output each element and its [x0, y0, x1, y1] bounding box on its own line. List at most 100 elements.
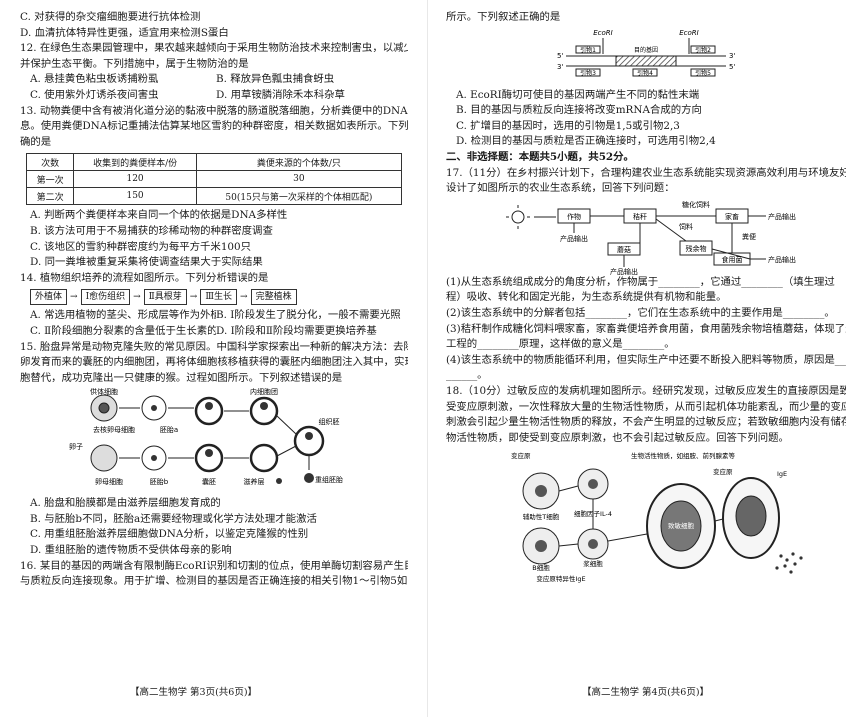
table-cell: 150	[73, 187, 197, 206]
q14-stem: 14. 植物组织培养的流程如图所示。下列分析错误的是	[20, 271, 269, 284]
diagram-node: 产品输出	[610, 267, 638, 275]
q17-ecosystem-diagram: 作物 秸秆 糖化饲料 家畜 产品输出 产品输出 饲料 蘑菇 残余物 食用菌 粪便…	[506, 200, 796, 275]
q14-option-d: D. Ⅰ阶段和Ⅱ阶段均需要更换培养基	[216, 324, 377, 337]
fig-label: 引物1	[580, 46, 596, 54]
fig-label: 去核卵母细胞	[93, 425, 135, 434]
table-header-cell: 收集到的粪便样本/份	[73, 153, 197, 172]
q16-option-b: B. 目的基因与质粒反向连接将改变mRNA合成的方向	[456, 104, 702, 117]
q13-table: 次数 收集到的粪便样本/份 粪便来源的个体数/只 第一次 120 30 第二次 …	[25, 153, 403, 206]
diagram-node: 蘑菇	[617, 245, 631, 254]
q17-part-4a: (4)该生态系统中的物质能循环利用，但实际生产中还要不断投入肥料等物质，原因是_…	[446, 353, 846, 366]
q15-stem-1: 15. 胎盘异常是动物克隆失败的常见原因。中国科学家探索出一种新的解决方法：去除…	[20, 340, 408, 353]
table-cell: 120	[73, 170, 197, 189]
q16-option-a: A. EcoRⅠ酶切可使目的基因两端产生不同的黏性末端	[456, 88, 700, 101]
table-cell: 30	[195, 170, 403, 189]
footer-left: 【高二生物学 第3页(共6页)】	[130, 687, 258, 698]
flow-step: Ⅱ具根芽	[143, 289, 187, 306]
q16-primer-figure: EcoRⅠ EcoRⅠ 引物1 目的基因 引物2 引物3 引物4 引物5 5' …	[557, 29, 735, 77]
flow-arrow-icon: →	[240, 292, 248, 303]
fig-label: 3'	[557, 63, 563, 71]
q12-stem-1: 12. 在绿色生态果园管理中，果农越来越倾向于采用生物防治技术来控制害虫，以减少…	[20, 42, 408, 55]
q11-option-c: C. 对获得的杂交瘤细胞要进行抗体检测	[20, 11, 201, 23]
q12-option-a: A. 悬挂黄色粘虫板诱捕粉虱	[30, 73, 159, 86]
q15-stem-2: 卵发育而来的囊胚的内细胞团，再将体细胞核移植获得的囊胚内细胞团注入其中，实现滋养…	[20, 356, 408, 369]
diagram-node: 作物	[567, 212, 581, 221]
diagram-node: 残余物	[686, 244, 707, 253]
fig-label: 组织胚	[319, 417, 340, 426]
fig-label: 引物4	[637, 69, 653, 77]
flow-step: Ⅰ愈伤组织	[80, 289, 131, 306]
table-cell: 50(15只与第一次采样的个体相匹配)	[195, 187, 403, 206]
fig-label: 生物活性物质，如组胺、前列腺素等	[631, 451, 736, 460]
q13-stem-3: 确的是	[20, 135, 52, 148]
q12-options-row2: C. 使用紫外灯诱杀夜间害虫 D. 用草铵膦消除禾本科杂草	[20, 88, 408, 104]
flow-arrow-icon: →	[189, 292, 198, 303]
q15-cloning-figure: 供体细胞 去核卵母细胞 胚胎a 内细胞团 组织胚 重组胚胎 卵子 卵母细胞 胚胎…	[69, 387, 343, 486]
fig-label: 供体细胞	[90, 387, 118, 396]
table-header-cell: 次数	[25, 153, 75, 172]
q17-part-4b: ______。	[446, 369, 488, 382]
diagram-node: 产品输出	[768, 255, 796, 264]
fig-label: 5'	[557, 52, 563, 60]
q13-option-b: B. 该方法可用于不易捕获的珍稀动物的种群密度调查	[30, 224, 273, 237]
footer-right: 【高二生物学 第4页(共6页)】	[582, 687, 710, 698]
q15-option-d: D. 重组胚胎的遗传物质不受供体母亲的影响	[30, 544, 232, 557]
fig-label: 卵母细胞	[95, 477, 123, 486]
q16-stem-1: 16. 某目的基因的两端含有限制酶EcoRⅠ识别和切割的位点，使用单酶切割容易产…	[20, 559, 408, 572]
q17-stem-1: 17.（11分）在乡村振兴计划下，合理构建农业生态系统能实现资源高效利用与环境友…	[446, 166, 846, 179]
q16-cont-line: 所示。下列叙述正确的是	[446, 11, 561, 23]
diagram-node: 秸秆	[633, 212, 647, 221]
diagram-node: 家畜	[725, 212, 739, 221]
fig-label: 重组胚胎	[315, 475, 343, 484]
diagram-node: 食用菌	[722, 255, 743, 264]
fig-label: IgE	[777, 470, 787, 478]
q15-stem-3: 胞替代，成功克隆出一只健康的猴。过程如图所示。下列叙述错误的是	[20, 371, 343, 384]
flow-step: 外植体	[30, 289, 68, 306]
q17-stem-2: 设计了如图所示的农业生态系统，回答下列问题：	[446, 182, 675, 195]
fig-label: 胚胎b	[150, 477, 169, 486]
q17-part-3b: 工程的________原理，这样做的意义是________。	[446, 338, 675, 351]
q13-option-a: A. 判断两个粪便样本来自同一个体的依据是DNA多样性	[30, 209, 288, 222]
table-cell: 第一次	[25, 170, 75, 189]
q17-part-1b: 程）吸收、转化和固定光能，为生态系统提供有机物和能量。	[446, 291, 727, 304]
diagram-node: 产品输出	[560, 234, 588, 243]
fig-label: 5'	[729, 63, 735, 71]
fig-label: 变应原	[713, 467, 733, 476]
fig-label: 浆细胞	[583, 559, 603, 568]
fig-label: 致敏细胞	[668, 521, 695, 530]
table-header-cell: 粪便来源的个体数/只	[195, 153, 403, 172]
q17-part-2: (2)该生态系统中的分解者包括________，它们在生态系统中的主要作用是__…	[446, 306, 835, 319]
flow-arrow-icon: →	[133, 292, 141, 303]
fig-label: 辅助性T细胞	[523, 512, 560, 521]
fig-label: 目的基因	[634, 46, 658, 54]
diagram-node: 糖化饲料	[682, 200, 710, 209]
q15-option-c: C. 用重组胚胎滋养层细胞做DNA分析，以鉴定克隆猴的性别	[30, 528, 309, 541]
q13-stem-2: 息。使用粪便DNA标记重捕法估算某地区雪豹的种群密度，相关数据如表所示。下列叙述…	[20, 120, 408, 133]
left-page: C. 对获得的杂交瘤细胞要进行抗体检测 D. 血清抗体特异性更强，适宜用来检测S…	[20, 10, 408, 590]
q12-option-c: C. 使用紫外灯诱杀夜间害虫	[30, 88, 159, 101]
q11-option-d: D. 血清抗体特异性更强，适宜用来检测S蛋白	[20, 26, 229, 39]
flow-arrow-icon: →	[70, 292, 78, 303]
table-row: 第一次 120 30	[25, 170, 403, 189]
table-header-row: 次数 收集到的粪便样本/份 粪便来源的个体数/只	[25, 153, 403, 172]
table-cell: 第二次	[25, 187, 75, 206]
fig-label: EcoRⅠ	[679, 29, 698, 37]
q14-options-row2: C. Ⅱ阶段细胞分裂素的含量低于生长素的 D. Ⅰ阶段和Ⅱ阶段均需要更换培养基	[20, 324, 408, 340]
fig-label: 滋养层	[244, 477, 265, 486]
section-2-heading: 二、非选择题：本题共5小题，共52分。	[446, 150, 634, 163]
fig-label: 引物5	[695, 69, 711, 77]
q14-flowchart: 外植体 → Ⅰ愈伤组织 → Ⅱ具根芽 → Ⅲ生长 → 完整植株	[30, 289, 408, 306]
q15-option-a: A. 胎盘和胎膜都是由滋养层细胞发育成的	[30, 497, 221, 510]
q14-option-a: A. 常选用植物的茎尖、形成层等作为外植体	[30, 309, 216, 322]
table-row: 第二次 150 50(15只与第一次采样的个体相匹配)	[25, 187, 403, 206]
q18-stem-2: 受变应原刺激，一次性释放大量的生物活性物质，从而引起机体功能紊乱，而少量的变应原	[446, 400, 846, 413]
fig-label: 引物3	[580, 69, 596, 77]
right-page: 所示。下列叙述正确的是 EcoRⅠ EcoRⅠ 引物1 目的基因 引物2 引物3	[446, 10, 846, 584]
q12-option-b: B. 释放异色瓢虫捕食蚜虫	[216, 73, 335, 86]
flow-step: Ⅲ生长	[200, 289, 238, 306]
fig-label: EcoRⅠ	[593, 29, 612, 37]
q18-stem-1: 18.（10分）过敏反应的发病机理如图所示。经研究发现，过敏反应发生的直接原因是…	[446, 384, 846, 397]
fig-label: 3'	[729, 52, 735, 60]
diagram-node: 饲料	[679, 222, 693, 231]
